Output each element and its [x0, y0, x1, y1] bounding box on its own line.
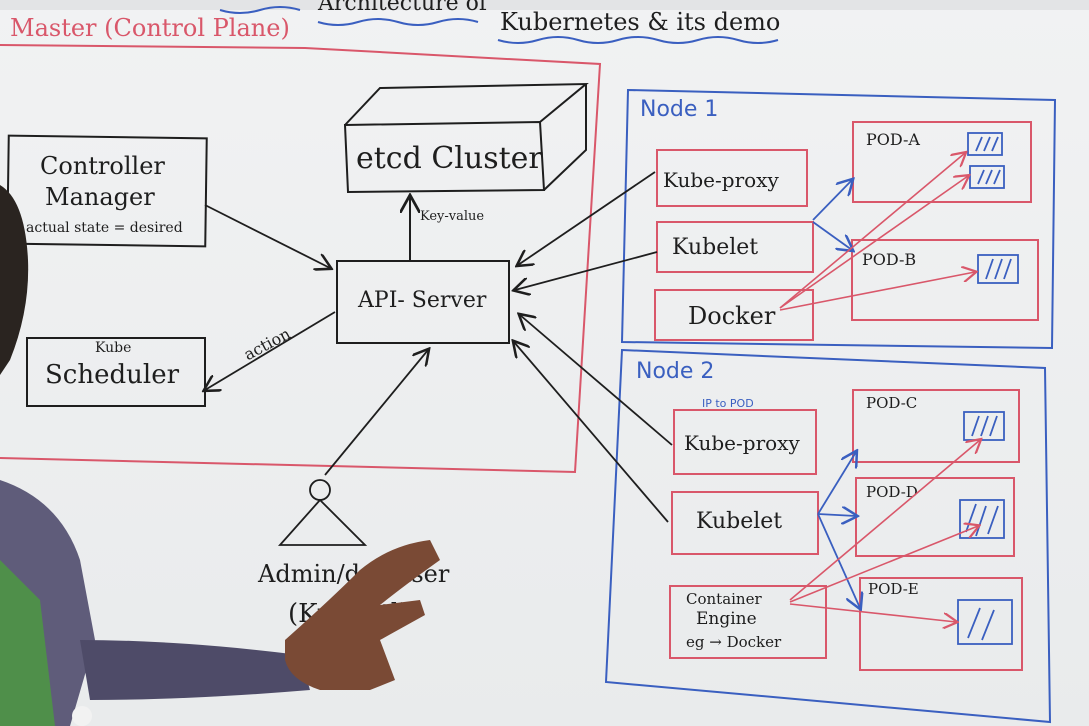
controller-label-2: Manager	[45, 183, 155, 211]
node2-note: IP to POD	[702, 397, 754, 410]
pod-e-box	[859, 577, 1023, 671]
title-fragment-left: Architecture of	[317, 0, 489, 16]
pod-c-box	[852, 389, 1020, 463]
controller-manager-box	[6, 134, 208, 248]
node2-kube-proxy-box	[673, 409, 817, 475]
api-server-label: API- Server	[357, 288, 487, 313]
pod-a-box	[852, 121, 1032, 203]
engine-line-2: Engine	[696, 609, 757, 629]
node1-label: Node 1	[640, 97, 718, 122]
node1-kube-proxy-box	[656, 149, 808, 207]
presenter-silhouette	[0, 185, 440, 726]
pod-b-label: POD-B	[862, 250, 916, 269]
api-server-box	[336, 260, 510, 344]
container-engine-box	[669, 585, 827, 659]
node2-kubelet: Kubelet	[696, 509, 782, 534]
pod-a-label: POD-A	[866, 130, 920, 149]
etcd-label: etcd Cluster	[356, 141, 543, 176]
scheduler-label: Scheduler	[45, 360, 180, 390]
action-label: action	[241, 324, 294, 364]
master-label: Master (Control Plane)	[10, 14, 290, 42]
node2-kube-proxy: Kube-proxy	[684, 431, 800, 455]
node2-label: Node 2	[636, 359, 714, 384]
pod-d-label: POD-D	[866, 483, 918, 501]
pod-b-box	[851, 239, 1039, 321]
pod-e-label: POD-E	[868, 580, 919, 598]
controller-note: actual state = desired	[26, 220, 183, 236]
node1-kubelet-box	[656, 221, 814, 273]
pod-c-label: POD-C	[866, 394, 917, 412]
engine-line-3: eg → Docker	[686, 633, 782, 651]
node1-docker-box	[654, 289, 814, 341]
scheduler-top: Kube	[95, 340, 131, 356]
engine-line-1: Container	[686, 590, 762, 608]
etcd-cluster-box	[343, 82, 589, 194]
node1-docker: Docker	[688, 302, 776, 330]
controller-label-1: Controller	[40, 152, 165, 180]
node1-kube-proxy: Kube-proxy	[663, 168, 779, 192]
scheduler-box	[26, 337, 206, 407]
key-value-label: Key-value	[420, 209, 484, 224]
node2-kubelet-box	[671, 491, 819, 555]
node1-kubelet: Kubelet	[672, 235, 758, 260]
title-fragment-right: Kubernetes & its demo	[500, 8, 780, 36]
